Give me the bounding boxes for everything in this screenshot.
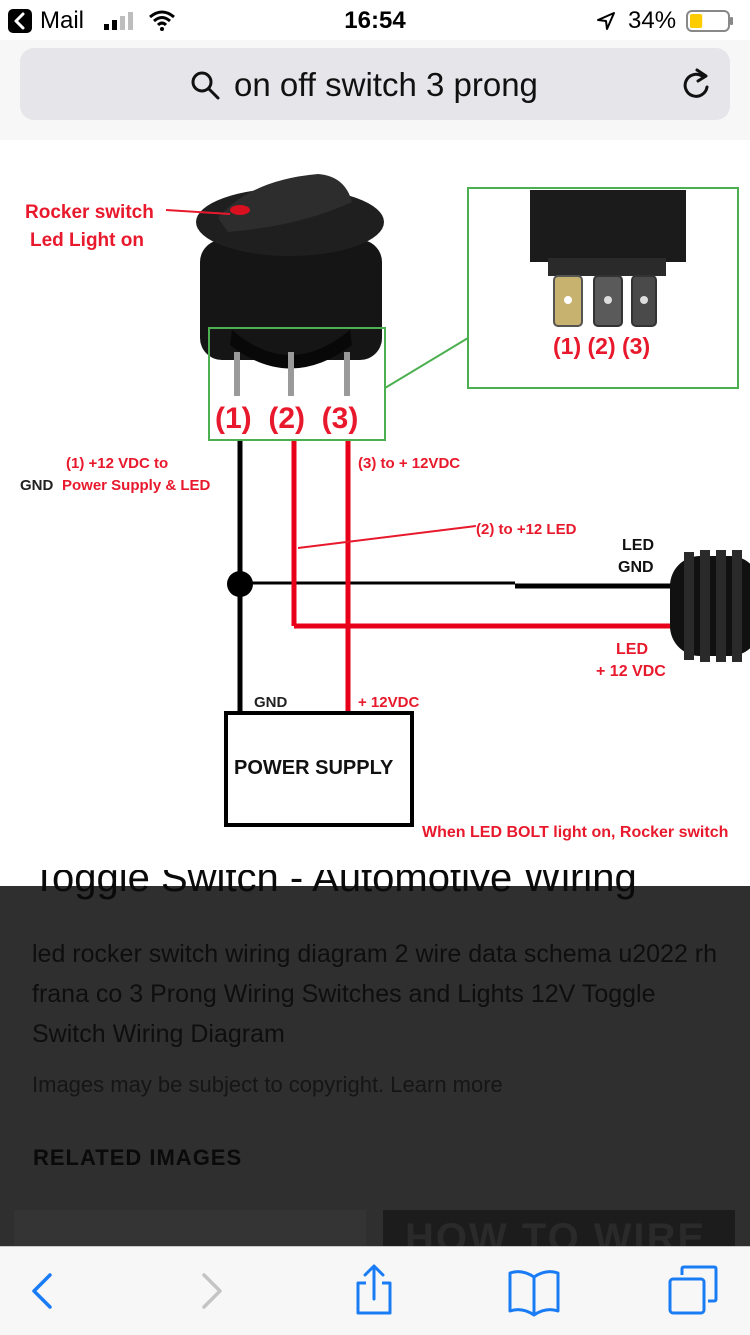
- rocker-label-1: Rocker switch: [25, 202, 154, 223]
- led-bolt: [670, 550, 750, 662]
- wiring-diagram: Rocker switch Led Light on (1) (2) (3) (…: [20, 174, 750, 841]
- address-bar-area: on off switch 3 prong: [0, 40, 750, 140]
- browser-toolbar: [0, 1246, 750, 1335]
- result-description: led rocker switch wiring diagram 2 wire …: [32, 940, 718, 1048]
- pin1-label-line2: Power Supply & LED: [62, 477, 211, 494]
- pin1-label-line1: (1) +12 VDC to: [66, 455, 168, 472]
- battery-icon: [686, 10, 733, 32]
- image-info-panel: Toggle Switch - Automotive Wiring led ro…: [0, 870, 750, 1250]
- pin2-label: (2) to +12 LED: [476, 521, 577, 538]
- inset-connector-line: [384, 337, 469, 389]
- status-bar: Mail 16:54 34%: [0, 0, 750, 40]
- address-bar[interactable]: on off switch 3 prong: [20, 48, 730, 120]
- rocker-switch: [196, 174, 384, 396]
- reload-icon[interactable]: [680, 68, 714, 102]
- junction-dot: [227, 571, 253, 597]
- copyright-notice[interactable]: Images may be subject to copyright. Lear…: [32, 1072, 503, 1097]
- back-to-app-icon[interactable]: [8, 9, 32, 33]
- result-title[interactable]: Toggle Switch - Automotive Wiring: [32, 870, 732, 910]
- location-arrow-icon: [597, 12, 615, 30]
- rocker-leader-line: [165, 209, 231, 215]
- ps-pos-label: + 12VDC: [358, 694, 419, 711]
- led-gnd-label-1: LED: [622, 537, 654, 554]
- related-image-thumb[interactable]: [14, 1210, 366, 1250]
- pin2-leader-line: [297, 525, 477, 549]
- power-supply-label: POWER SUPPLY: [234, 757, 394, 779]
- battery-percent: 34%: [628, 7, 677, 34]
- result-title-text: Toggle Switch - Automotive Wiring: [32, 870, 637, 900]
- footer-note: When LED BOLT light on, Rocker switch: [422, 824, 728, 841]
- wifi-icon: [149, 10, 175, 31]
- power-supply-box: [224, 711, 414, 827]
- inset-closeup: [467, 187, 739, 389]
- back-to-app-label[interactable]: Mail: [40, 7, 85, 34]
- cellular-signal-icon: [104, 12, 133, 30]
- image-viewer[interactable]: Rocker switch Led Light on (1) (2) (3) (…: [0, 140, 750, 886]
- pin-numbers-inset: (1) (2) (3): [553, 333, 650, 359]
- back-icon[interactable]: [14, 1261, 74, 1321]
- share-icon[interactable]: [344, 1261, 404, 1321]
- pin1-label-gnd: GND: [20, 477, 54, 494]
- tabs-icon[interactable]: [664, 1261, 724, 1321]
- related-image-thumb[interactable]: HOW TO WIRE: [383, 1210, 735, 1250]
- led-pos-label-1: LED: [616, 641, 648, 658]
- bookmarks-icon[interactable]: [504, 1261, 564, 1321]
- led-gnd-label-2: GND: [618, 559, 654, 576]
- led-pos-label-2: + 12 VDC: [596, 663, 666, 680]
- status-time: 16:54: [344, 7, 406, 34]
- pin-highlight-box: [208, 327, 386, 441]
- rocker-label-2: Led Light on: [30, 230, 144, 251]
- search-icon: [191, 71, 220, 100]
- related-thumb-text: HOW TO WIRE: [405, 1216, 707, 1250]
- related-images-heading: RELATED IMAGES: [33, 1145, 243, 1170]
- ps-gnd-label: GND: [254, 694, 288, 711]
- pin3-label: (3) to + 12VDC: [358, 455, 460, 472]
- pin-numbers-main: (1) (2) (3): [215, 402, 358, 435]
- search-query[interactable]: on off switch 3 prong: [234, 66, 538, 103]
- forward-icon[interactable]: [180, 1261, 240, 1321]
